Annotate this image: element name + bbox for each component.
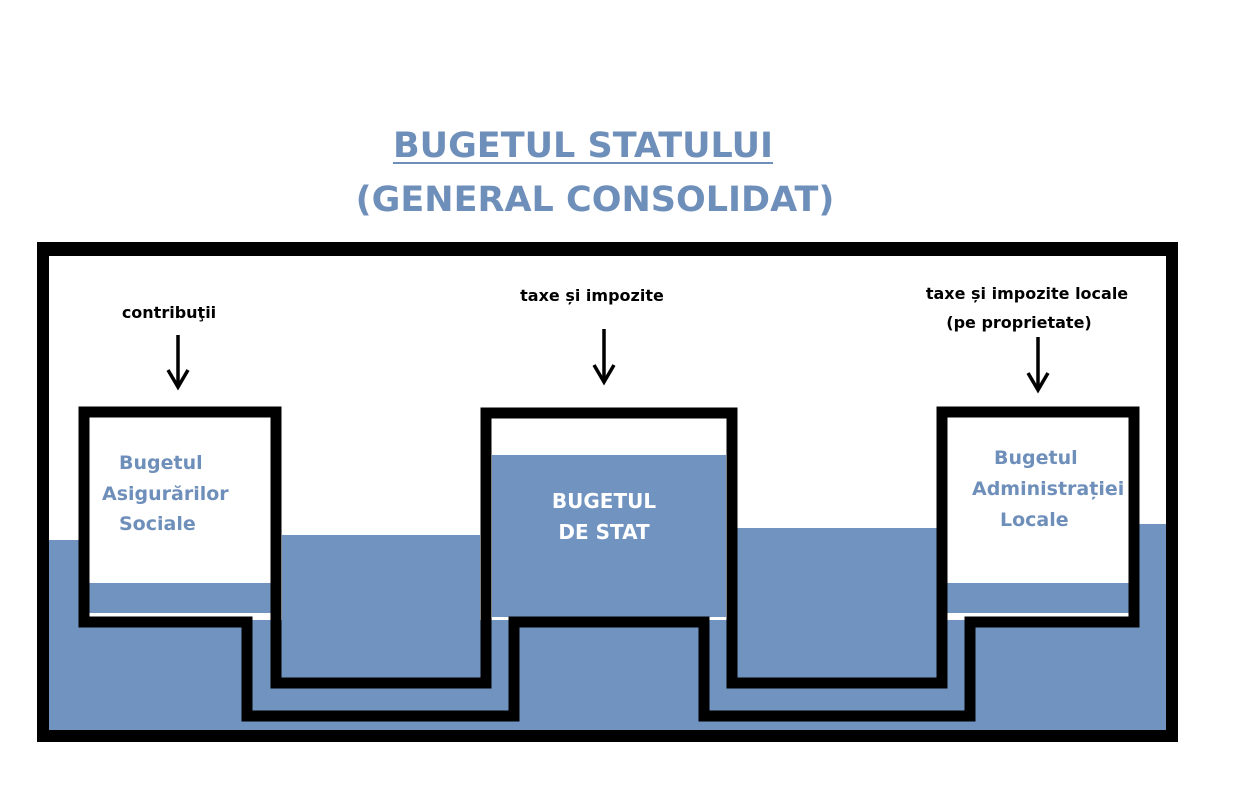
state-budget-line1: BUGETUL bbox=[552, 489, 656, 513]
left-budget-line3: Sociale bbox=[119, 513, 196, 535]
label-taxes: taxe și impozite bbox=[520, 286, 664, 305]
water-state-budget bbox=[492, 455, 726, 617]
arrow-down-icon bbox=[1026, 337, 1050, 394]
diagram-title: BUGETUL STATULUI bbox=[392, 126, 774, 166]
left-budget-line1: Bugetul bbox=[119, 452, 203, 474]
arrow-down-icon bbox=[166, 335, 190, 391]
label-contributions: contribuţii bbox=[122, 303, 216, 322]
state-budget-line2: DE STAT bbox=[558, 520, 650, 544]
right-budget-line3: Locale bbox=[1000, 509, 1069, 531]
diagram-subtitle: (GENERAL CONSOLIDAT) bbox=[355, 180, 835, 220]
water-bottom bbox=[49, 620, 1166, 730]
water-left-trough bbox=[282, 535, 480, 677]
label-local-taxes: taxe și impozite locale bbox=[926, 284, 1128, 303]
water-right-budget bbox=[947, 583, 1129, 613]
right-budget-line2: Administrației bbox=[972, 478, 1124, 500]
connected-vessels-outline bbox=[78, 406, 1140, 722]
water-right-trough bbox=[737, 528, 937, 677]
right-budget-line1: Bugetul bbox=[994, 447, 1078, 469]
left-budget-line2: Asigurărilor bbox=[102, 483, 229, 505]
water-left-budget bbox=[89, 583, 271, 613]
arrow-down-icon bbox=[592, 329, 616, 386]
water-layer bbox=[49, 455, 1166, 730]
label-property: (pe proprietate) bbox=[946, 313, 1091, 332]
